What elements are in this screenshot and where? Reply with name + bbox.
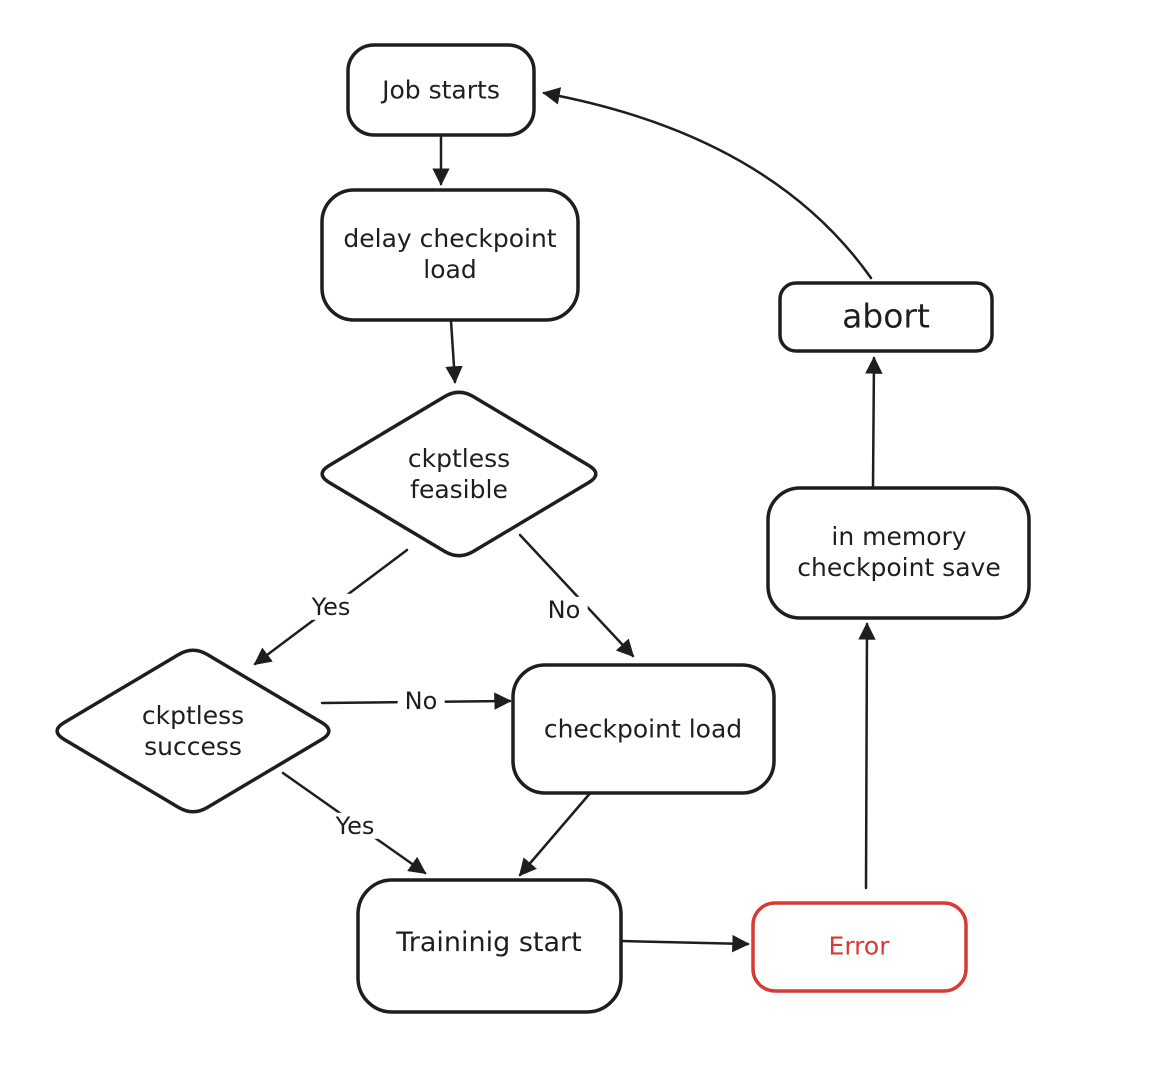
arrow-checkpointload-to-training <box>518 789 594 877</box>
edge-label-success-yes: Yes <box>328 812 382 839</box>
job-starts-box <box>346 43 536 137</box>
arrow-feasible-no-to-checkpointload <box>518 533 635 658</box>
arrow-delay-to-feasible <box>445 319 463 384</box>
arrow-abort-to-jobstarts <box>542 87 873 280</box>
abort-box <box>778 281 994 353</box>
arrow-error-to-inmemory <box>858 622 876 890</box>
edge-label-success-no: No <box>397 687 445 714</box>
checkpoint-load-box <box>511 663 776 795</box>
edge-label-feasible-yes: Yes <box>304 593 358 620</box>
in-memory-checkpoint-save-box <box>766 486 1031 620</box>
ckptless-success-diamond <box>55 648 331 814</box>
job-starts-label: Job starts <box>382 75 500 105</box>
error-box <box>751 901 968 993</box>
training-start-label: Traininig start <box>396 927 582 959</box>
delay-checkpoint-load-box <box>320 188 580 322</box>
ckptless-feasible-diamond <box>320 390 598 558</box>
in-memory-checkpoint-save-label: in memory checkpoint save <box>797 521 1001 582</box>
abort-label: abort <box>842 296 930 336</box>
arrow-inmemory-to-abort <box>865 356 883 489</box>
arrow-training-to-error <box>619 934 750 953</box>
delay-checkpoint-load-label: delay checkpoint load <box>343 223 557 284</box>
training-start-box <box>356 878 623 1014</box>
ckptless-success-label: ckptless success <box>141 700 245 761</box>
ckptless-feasible-label: ckptless feasible <box>407 443 511 504</box>
checkpoint-load-label: checkpoint load <box>543 714 743 744</box>
edge-label-feasible-no: No <box>540 596 588 623</box>
error-label: Error <box>828 931 890 961</box>
